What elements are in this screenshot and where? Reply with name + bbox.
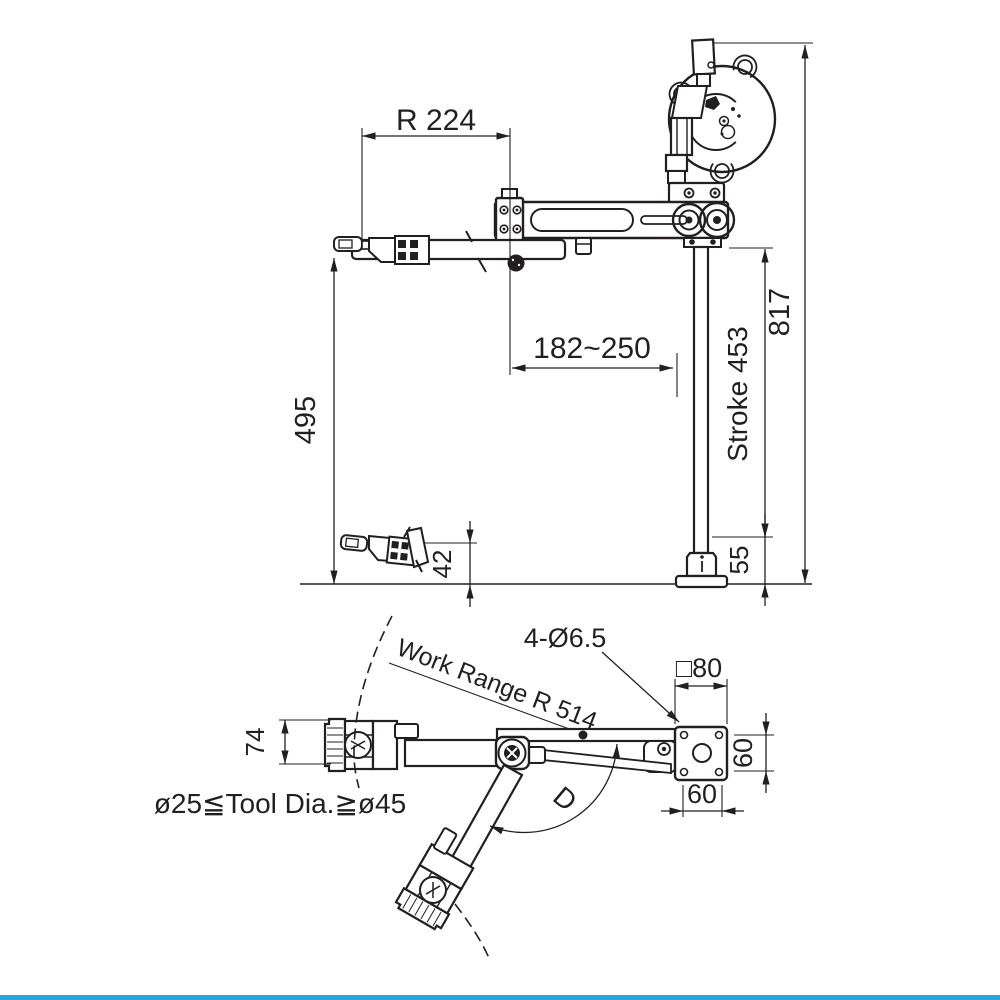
ratchet-detail — [705, 96, 720, 110]
extension-arm — [333, 230, 567, 273]
tool-holder-lowered — [339, 526, 430, 573]
dim-hole-pitch-vertical: 60 — [728, 713, 774, 793]
hanger-rod — [690, 38, 717, 76]
holder-arm-bar — [403, 738, 499, 768]
dim-reach-label: R 224 — [396, 104, 476, 137]
plate-size-label: □80 — [676, 653, 722, 683]
plan-view: D Work Range R 514 4-Ø6.5 □80 60 — [154, 615, 774, 959]
tool-holder — [333, 235, 430, 265]
dim-lowest-tool-height: 42 — [424, 521, 477, 607]
dim-horizontal-range-label: 182~250 — [533, 332, 651, 365]
work-range-arc — [454, 903, 490, 959]
work-range-arc — [353, 615, 393, 789]
front-view: R 224 182~250 817 Stroke 453 55 495 — [290, 38, 813, 607]
swing-angle-label: D — [547, 780, 582, 817]
dim-hole-pitch-horizontal: 60 — [661, 779, 744, 817]
dim-reach: R 224 — [361, 104, 511, 375]
dim-arm-height: 495 — [290, 258, 338, 584]
dim-holder-width: 74 — [240, 719, 331, 765]
support-column — [674, 237, 729, 589]
hole-pitch-horizontal-label: 60 — [687, 779, 717, 809]
dim-stroke-label: Stroke 453 — [722, 326, 753, 461]
swing-arm — [392, 763, 524, 933]
dim-base-height: 55 — [712, 514, 773, 606]
dim-stroke: Stroke 453 — [722, 247, 773, 537]
dim-plate-size: □80 — [674, 653, 728, 724]
holder-width-label: 74 — [240, 728, 270, 757]
work-range-leader — [388, 662, 584, 735]
dim-total-height: 817 — [714, 42, 813, 583]
mount-holes-label: 4-Ø6.5 — [524, 623, 607, 653]
dim-mount-holes: 4-Ø6.5 — [524, 623, 680, 723]
dim-total-height-label: 817 — [764, 288, 796, 336]
tool-diameter-note: ø25≦Tool Dia.≧ø45 — [154, 788, 406, 819]
dim-arm-height-label: 495 — [290, 396, 322, 444]
clamp-knobs — [671, 201, 736, 239]
dim-base-height-label: 55 — [724, 546, 754, 575]
dim-horizontal-range: 182~250 — [512, 332, 678, 397]
mounting-plate — [673, 725, 729, 782]
hole-pitch-vertical-label: 60 — [728, 738, 758, 768]
bottom-accent-bar — [0, 995, 1000, 1000]
balancer-bracket — [664, 85, 726, 205]
dim-lowest-tool-height-label: 42 — [427, 550, 457, 579]
main-arm — [493, 188, 736, 255]
pivot-joint — [494, 735, 531, 771]
